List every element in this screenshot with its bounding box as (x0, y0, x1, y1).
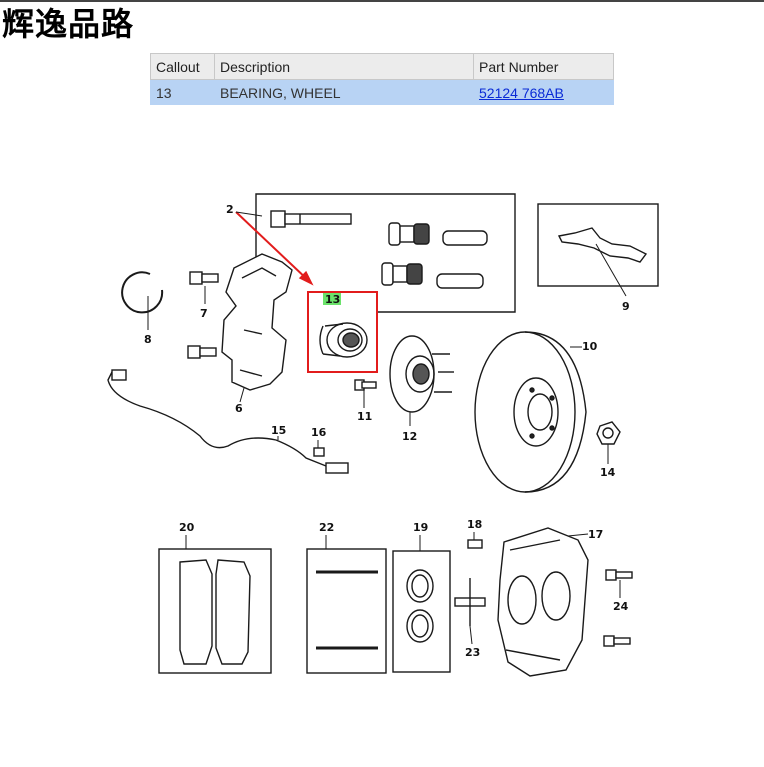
lug-nut (596, 421, 621, 445)
cell-callout: 13 (150, 79, 215, 105)
callout-10[interactable]: 10 (582, 340, 598, 353)
callout-19[interactable]: 19 (413, 521, 428, 534)
callout-6[interactable]: 6 (235, 402, 243, 415)
anti-rattle-clip (454, 578, 486, 626)
callout-11[interactable]: 11 (357, 410, 372, 423)
callout-20[interactable]: 20 (179, 521, 195, 534)
cell-description: BEARING, WHEEL (214, 79, 474, 105)
bolt-lower (187, 345, 217, 359)
callout-23[interactable]: 23 (465, 646, 480, 659)
callout-13[interactable]: 13 (325, 293, 340, 306)
header-callout[interactable]: Callout (150, 53, 215, 80)
callout-18[interactable]: 18 (467, 518, 482, 531)
header-description[interactable]: Description (214, 53, 474, 80)
callout-arrow (235, 211, 311, 283)
cell-part-number: 52124 768AB (473, 79, 614, 105)
sensor-clip (313, 447, 325, 457)
highlight-box-13 (307, 291, 378, 373)
caliper-clip (557, 227, 648, 263)
header-part-number[interactable]: Part Number (473, 53, 614, 80)
group-box-22 (306, 548, 387, 674)
group-box-19 (392, 550, 451, 673)
caliper-bolt-upper (605, 569, 633, 581)
brake-pad-inner (179, 559, 213, 665)
caliper-adapter (221, 253, 293, 391)
brake-pad-outer (215, 559, 251, 665)
table-header-row: Callout Description Part Number (150, 53, 614, 80)
callout-17[interactable]: 17 (588, 528, 603, 541)
bolt-upper (189, 271, 219, 285)
group-box-20 (158, 548, 272, 674)
guide-pin-bolt (270, 210, 352, 228)
caliper-bolt-lower (603, 635, 631, 647)
bleeder-cap (467, 539, 483, 549)
hub-assembly (389, 335, 454, 413)
group-box-2 (255, 193, 516, 313)
callout-16[interactable]: 16 (311, 426, 327, 439)
callout-15[interactable]: 15 (271, 424, 286, 437)
callout-12[interactable]: 12 (402, 430, 417, 443)
table-row[interactable]: 13 BEARING, WHEEL 52124 768AB (150, 79, 614, 105)
wheel-bearing (319, 322, 368, 358)
part-number-link[interactable]: 52124 768AB (479, 84, 564, 101)
leader-lines (147, 211, 627, 645)
wheel-stud (354, 379, 377, 391)
highlight-label-bg (323, 293, 341, 305)
callout-labels: 2 7 8 9 10 13 11 12 14 6 15 16 20 22 19 … (144, 203, 630, 659)
bushing-set (381, 222, 488, 289)
callout-7[interactable]: 7 (200, 307, 208, 320)
callout-22[interactable]: 22 (319, 521, 334, 534)
callout-8[interactable]: 8 (144, 333, 152, 346)
callout-9[interactable]: 9 (622, 300, 630, 313)
callout-14[interactable]: 14 (600, 466, 616, 479)
group-box-9 (537, 203, 659, 287)
callout-2[interactable]: 2 (226, 203, 234, 216)
brake-rotor (474, 331, 587, 493)
top-divider (0, 0, 764, 2)
callout-24[interactable]: 24 (613, 600, 629, 613)
parts-table: Callout Description Part Number 13 BEARI… (150, 53, 614, 105)
wear-sensor-wire (107, 371, 341, 471)
page-title: 辉逸品路 (2, 5, 135, 43)
snap-ring (121, 271, 164, 314)
